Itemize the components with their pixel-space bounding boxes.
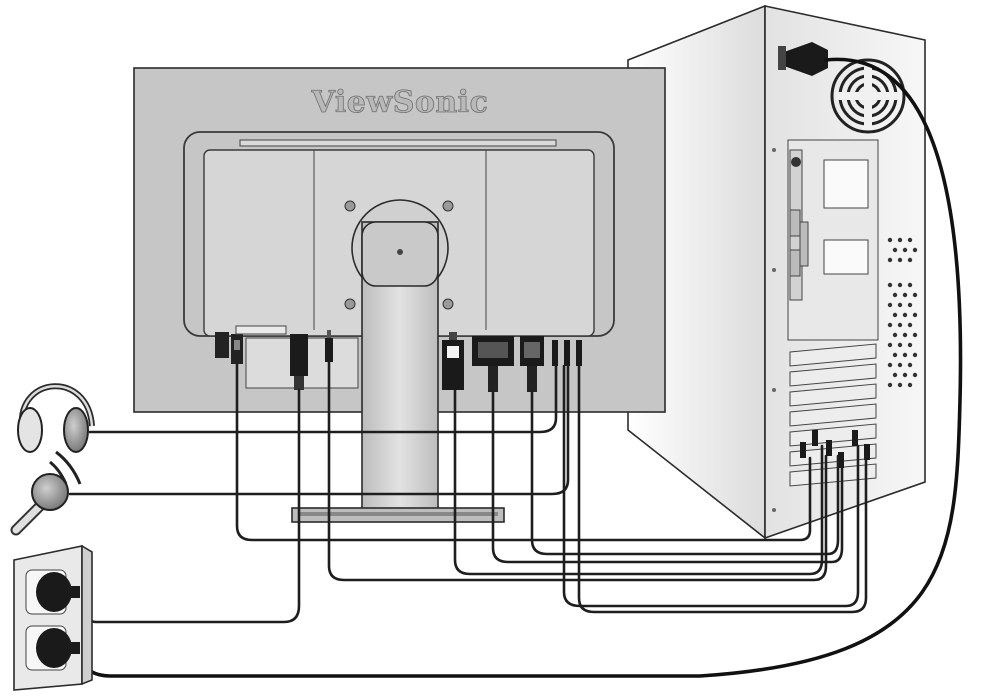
brand-logo: ViewSonic [311,85,489,120]
usb-port-icon [215,332,243,364]
pc-io-slot-2 [823,239,869,275]
audio-jacks-cluster [552,340,582,366]
monitor-vent-strip [239,139,557,147]
pc-tower [627,4,926,540]
vga-connector-icon [520,336,544,392]
pc-serial-port [789,209,801,237]
vesa-screws [344,200,454,310]
wall-outlet-icon [13,544,93,691]
pc-parallel-port [799,221,809,267]
monitor-back: ViewSonic [133,67,666,523]
pc-expansion-slots [789,343,877,487]
pc-vent-holes [887,237,918,388]
pc-screws [772,148,776,512]
power-plug-icon [778,42,828,76]
headphones-icon [17,383,95,453]
pc-vga-port [789,249,801,277]
dvi-connector-icon [472,336,514,392]
wall-plug-top [36,572,80,612]
audio-jack-icon [325,330,333,362]
psu-fan-icon [830,58,906,134]
displayport-connector-icon [442,332,464,390]
pc-io-slot-1 [823,159,869,209]
microphone-icon [10,450,82,536]
label-strip [235,325,287,335]
pc-cable-connectors [800,430,870,468]
wall-plug-bottom [36,628,80,668]
pc-audio-port [791,157,801,167]
monitor-power-connector [290,334,308,390]
